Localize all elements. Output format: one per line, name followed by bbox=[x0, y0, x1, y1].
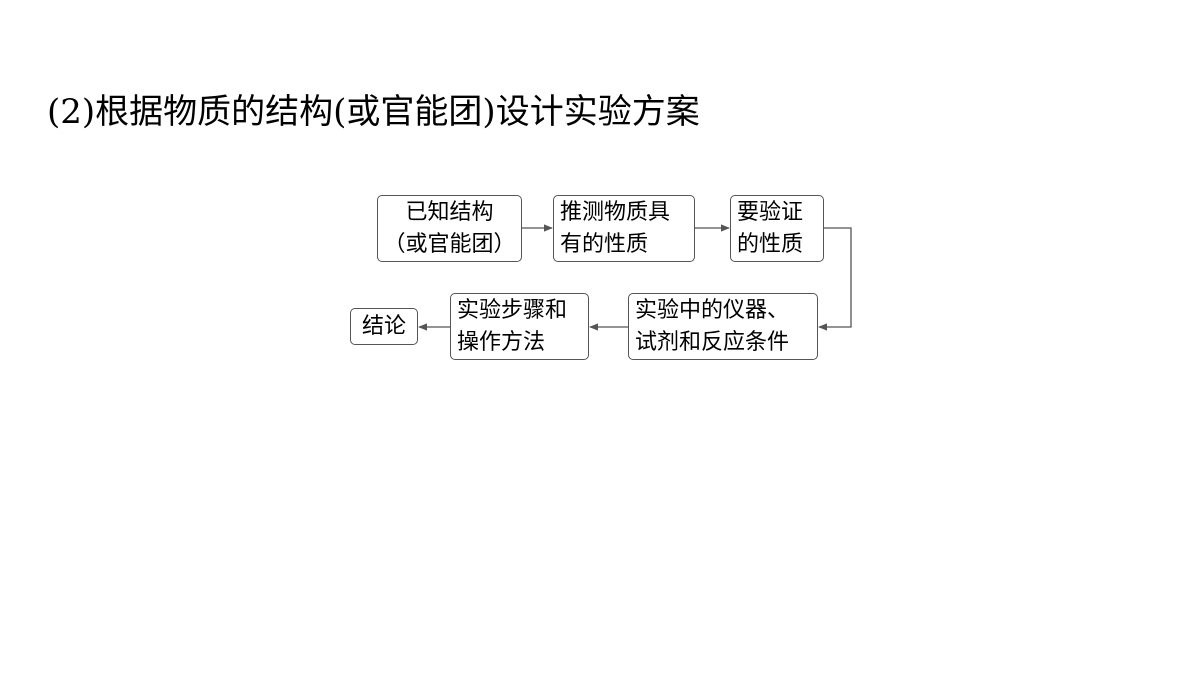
node-steps-methods: 实验步骤和 操作方法 bbox=[450, 293, 589, 360]
node-known-structure-line-1: 已知结构 bbox=[405, 200, 494, 225]
node-infer-properties: 推测物质具 有的性质 bbox=[553, 195, 695, 262]
node-instruments-reagents: 实验中的仪器、 试剂和反应条件 bbox=[628, 293, 818, 360]
arrow-verify-to-reagents bbox=[818, 227, 852, 331]
node-steps-methods-line-1: 实验步骤和 bbox=[457, 298, 568, 323]
node-instruments-reagents-line-1: 实验中的仪器、 bbox=[635, 298, 790, 323]
node-properties-to-verify: 要验证 的性质 bbox=[730, 195, 824, 262]
node-conclusion-line-1: 结论 bbox=[361, 313, 406, 339]
node-infer-properties-line-1: 推测物质具 bbox=[560, 200, 671, 225]
node-properties-to-verify-line-2: 的性质 bbox=[737, 232, 804, 257]
node-properties-to-verify-line-1: 要验证 bbox=[737, 200, 804, 225]
node-steps-methods-line-2: 操作方法 bbox=[457, 330, 546, 355]
node-conclusion: 结论 bbox=[350, 308, 418, 345]
page-title: (2)根据物质的结构(或官能团)设计实验方案 bbox=[47, 92, 700, 132]
node-known-structure-line-2: （或官能团） bbox=[383, 232, 516, 257]
node-known-structure: 已知结构 （或官能团） bbox=[377, 195, 522, 262]
node-infer-properties-line-2: 有的性质 bbox=[560, 232, 649, 257]
node-instruments-reagents-line-2: 试剂和反应条件 bbox=[635, 330, 790, 355]
